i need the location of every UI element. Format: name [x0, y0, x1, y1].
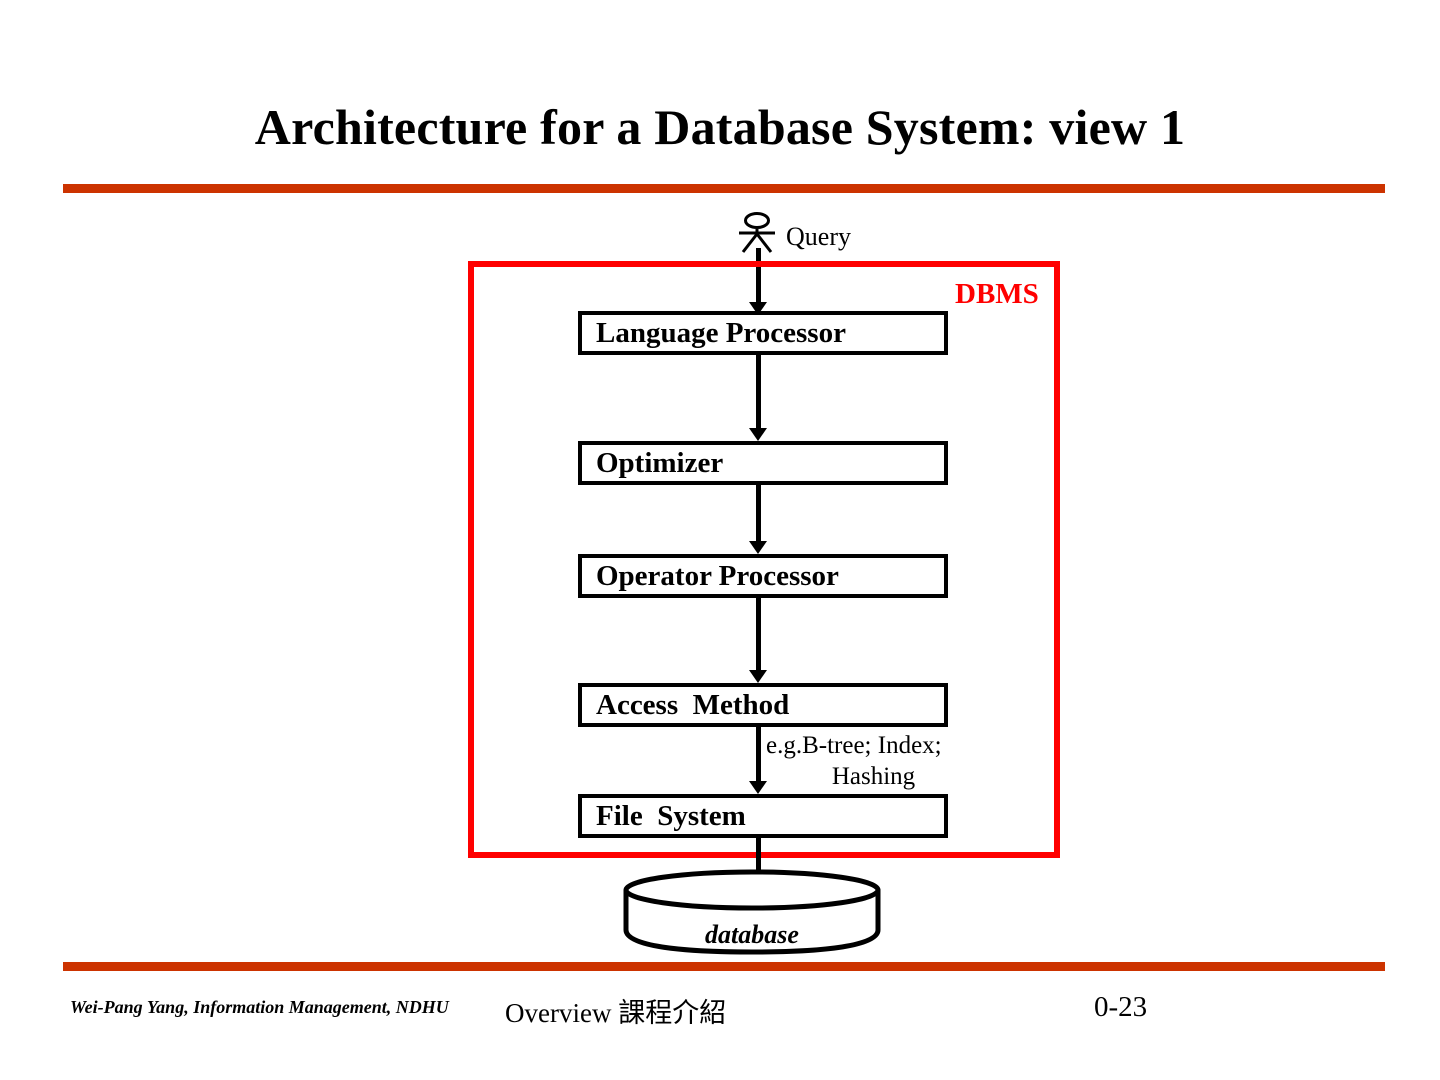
arrow-language-processor-to-optimizer — [749, 355, 767, 441]
footer-center-label: Overview 課程介紹 — [505, 998, 727, 1028]
box-language-processor[interactable]: Language Processor — [578, 311, 948, 355]
box-optimizer[interactable]: Optimizer — [578, 441, 948, 485]
box-operator-processor[interactable]: Operator Processor — [578, 554, 948, 598]
dbms-label: DBMS — [955, 278, 1039, 310]
arrow-optimizer-to-operator-processor — [749, 485, 767, 554]
stick-figure-person-icon — [735, 212, 779, 254]
footer-author: Wei-Pang Yang, Information Management, N… — [70, 997, 449, 1017]
query-label: Query — [786, 222, 851, 251]
access-method-note-line2: Hashing — [831, 763, 916, 790]
access-method-note-line1: e.g.B-tree; Index; — [766, 732, 942, 759]
dbms-boundary — [468, 261, 1060, 858]
arrow-operator-processor-to-access-method — [749, 598, 767, 683]
database-label: database — [705, 920, 799, 949]
box-file-system[interactable]: File System — [578, 794, 948, 838]
database-cylinder-icon — [620, 868, 884, 956]
top-divider — [63, 184, 1385, 193]
bottom-divider — [63, 962, 1385, 971]
arrow-access-method-to-file-system — [749, 727, 767, 794]
page-title: Architecture for a Database System: view… — [254, 99, 1186, 155]
footer-page-number: 0-23 — [1094, 991, 1148, 1023]
access-method-note: e.g.B-tree; Index; Hashing — [766, 730, 981, 792]
box-access-method[interactable]: Access Method — [578, 683, 948, 727]
